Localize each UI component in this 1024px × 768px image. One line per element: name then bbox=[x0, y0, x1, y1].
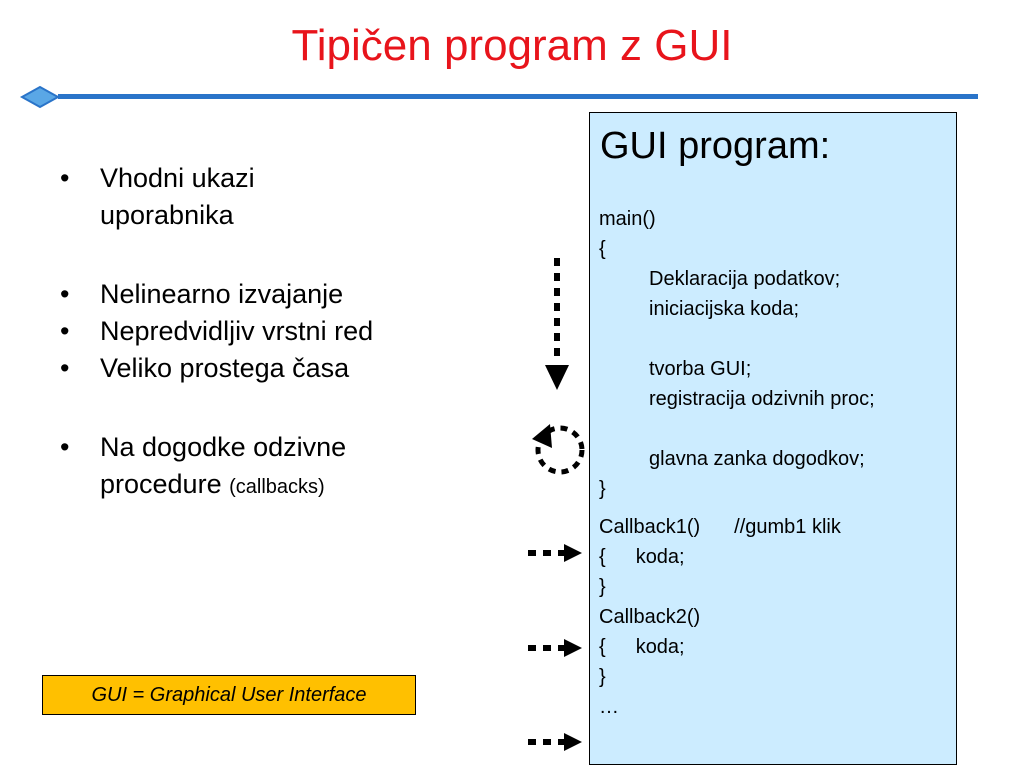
code-line: {koda; bbox=[599, 546, 685, 568]
code-line bbox=[599, 504, 875, 512]
code-line: iniciacijska koda; bbox=[649, 298, 800, 320]
diamond-icon bbox=[19, 85, 61, 109]
code-line: glavna zanka dogodkov; bbox=[649, 448, 865, 470]
code-panel: GUI program: bbox=[589, 112, 957, 765]
callbacks-note: (callbacks) bbox=[229, 476, 325, 498]
slide-title: Tipičen program z GUI bbox=[291, 21, 733, 70]
code-line: Deklaracija podatkov; bbox=[649, 268, 841, 290]
definition-box: GUI = Graphical User Interface bbox=[42, 675, 416, 715]
code-line: Callback1()//gumb1 klik bbox=[599, 516, 841, 538]
code-line: … bbox=[599, 696, 619, 718]
code-line: registracija odzivnih proc; bbox=[649, 388, 875, 410]
bullet-item: Na dogodke odzivne procedure (callbacks) bbox=[56, 429, 476, 506]
bullet-item: Nelinearno izvajanje bbox=[56, 276, 476, 313]
dotted-loop-arrow-icon bbox=[532, 424, 585, 475]
dotted-right-arrow-icon bbox=[528, 733, 582, 751]
code-lines: main() { Deklaracija podatkov; iniciacij… bbox=[599, 204, 875, 722]
code-panel-heading: GUI program: bbox=[600, 125, 831, 167]
code-line bbox=[599, 324, 875, 354]
code-line: Callback2() bbox=[599, 606, 701, 628]
bullet-item: Nepredvidljiv vrstni red bbox=[56, 313, 476, 350]
code-line bbox=[599, 414, 875, 444]
code-line: {koda; bbox=[599, 636, 685, 658]
dotted-down-arrow-icon bbox=[545, 258, 569, 390]
title-divider bbox=[19, 85, 978, 109]
dotted-right-arrow-icon bbox=[528, 639, 582, 657]
code-line: { bbox=[599, 238, 606, 260]
code-line: } bbox=[599, 576, 606, 598]
code-line: tvorba GUI; bbox=[649, 358, 752, 380]
code-line: } bbox=[599, 478, 606, 500]
code-line: main() bbox=[599, 208, 656, 230]
bullet-list: Vhodni ukazi uporabnika Nelinearno izvaj… bbox=[56, 160, 476, 506]
bullet-item: Vhodni ukazi uporabnika bbox=[56, 160, 476, 234]
bullet-item: Veliko prostega časa bbox=[56, 350, 476, 387]
code-line: } bbox=[599, 666, 606, 688]
dotted-right-arrow-icon bbox=[528, 544, 582, 562]
flow-arrows bbox=[528, 258, 585, 751]
